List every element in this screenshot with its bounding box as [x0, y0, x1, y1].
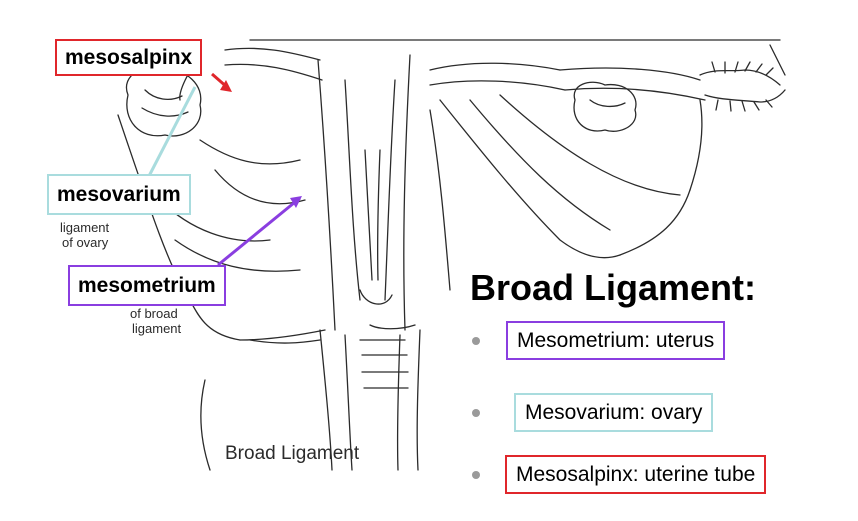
- mesosalpinx-arrowhead: [220, 80, 232, 92]
- figure-caption: Broad Ligament: [225, 443, 360, 464]
- mesometrium-arrowhead: [290, 196, 302, 208]
- mesometrium-pointer: [217, 196, 301, 267]
- bullet-dot-icon: [472, 408, 480, 417]
- drawing-label-ligament: ligament: [60, 220, 110, 235]
- bullet-dot-icon: [472, 470, 480, 479]
- mesosalpinx-callout: mesosalpinx: [55, 39, 203, 76]
- mesovarium-pointer: [146, 86, 197, 179]
- bullet-dot-icon: [472, 336, 480, 345]
- drawing-label-of-broad: of broad: [130, 306, 178, 321]
- summary-item-mesosalpinx: Mesosalpinx: uterine tube: [472, 455, 767, 494]
- summary-item-mesovarium: Mesovarium: ovary: [472, 393, 714, 432]
- summary-item-mesometrium: Mesometrium: uterus: [472, 321, 726, 360]
- drawing-label-ligament-2: ligament: [132, 321, 182, 336]
- summary-item-text: Mesometrium: uterus: [506, 321, 726, 360]
- mesovarium-callout: mesovarium: [47, 174, 191, 215]
- summary-item-text: Mesosalpinx: uterine tube: [505, 455, 767, 494]
- drawing-label-of-ovary: of ovary: [62, 235, 109, 250]
- mesometrium-callout: mesometrium: [68, 265, 226, 306]
- summary-heading: Broad Ligament:: [470, 267, 757, 308]
- summary-item-text: Mesovarium: ovary: [514, 393, 714, 432]
